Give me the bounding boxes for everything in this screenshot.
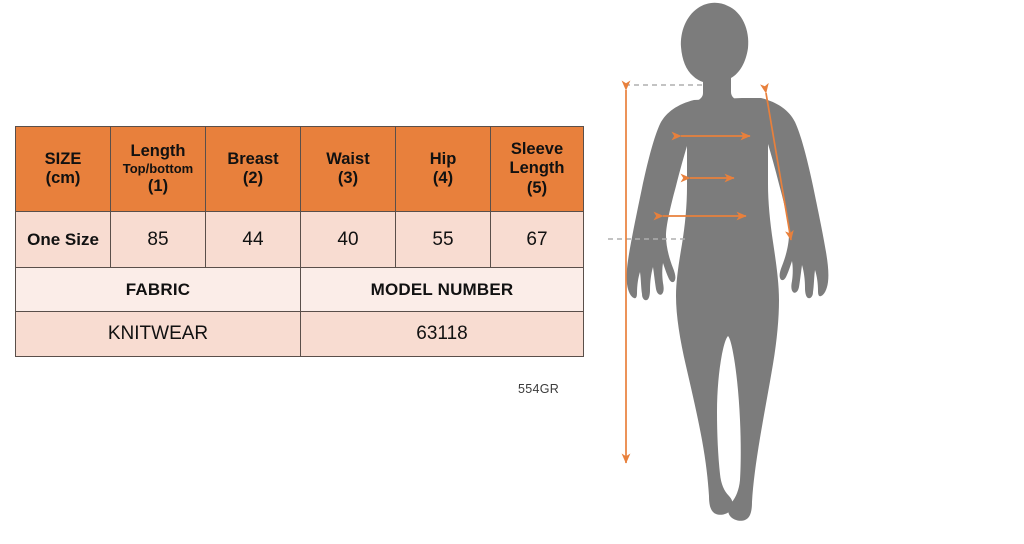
measure-arrow-5-sleeve <box>760 82 794 241</box>
header-main: SIZE <box>44 149 82 168</box>
value-model-number: 63118 <box>300 311 584 357</box>
cell-waist-value: 40 <box>300 211 396 268</box>
table-info-value-row: KNITWEAR 63118 <box>15 311 584 357</box>
cell-length-value: 85 <box>110 211 206 268</box>
header-unit: (2) <box>242 169 264 187</box>
header-sub: Top/bottom <box>122 161 194 177</box>
header-cell-breast: Breast (2) <box>205 126 301 212</box>
header-unit: (1) <box>147 176 169 195</box>
cell-sleeve-value: 67 <box>490 211 584 268</box>
header-sub: Length <box>509 159 565 178</box>
header-main: Length <box>130 141 186 160</box>
header-main: Sleeve <box>510 139 564 158</box>
label-fabric: FABRIC <box>15 267 301 312</box>
female-silhouette-icon <box>626 2 829 521</box>
header-unit: (4) <box>432 169 454 187</box>
header-unit: (3) <box>337 169 359 187</box>
table-row: One Size 85 44 40 55 67 <box>15 211 584 268</box>
header-cell-hip: Hip (4) <box>395 126 491 212</box>
fabric-code-label: 554GR <box>518 382 560 396</box>
header-cell-sleeve-length: Sleeve Length (5) <box>490 126 584 212</box>
value-fabric: KNITWEAR <box>15 311 301 357</box>
measurement-figure-panel: 1 2 3 4 5 <box>590 0 860 544</box>
cell-hip-value: 55 <box>395 211 491 268</box>
header-cell-length: Length Top/bottom (1) <box>110 126 206 212</box>
header-main: Breast <box>227 149 279 168</box>
size-chart-table: SIZE (cm) Length Top/bottom (1) Breast (… <box>15 126 584 357</box>
table-info-label-row: FABRIC MODEL NUMBER <box>15 267 584 312</box>
header-main: Hip <box>429 149 457 168</box>
header-cell-size: SIZE (cm) <box>15 126 111 212</box>
cell-size-value: One Size <box>15 211 111 268</box>
label-model-number: MODEL NUMBER <box>300 267 584 312</box>
mannequin-diagram <box>608 2 829 521</box>
header-unit: (5) <box>526 178 548 197</box>
cell-breast-value: 44 <box>205 211 301 268</box>
header-cell-waist: Waist (3) <box>300 126 396 212</box>
header-unit: (cm) <box>45 169 81 187</box>
header-main: Waist <box>326 149 370 168</box>
table-header-row: SIZE (cm) Length Top/bottom (1) Breast (… <box>15 126 584 212</box>
